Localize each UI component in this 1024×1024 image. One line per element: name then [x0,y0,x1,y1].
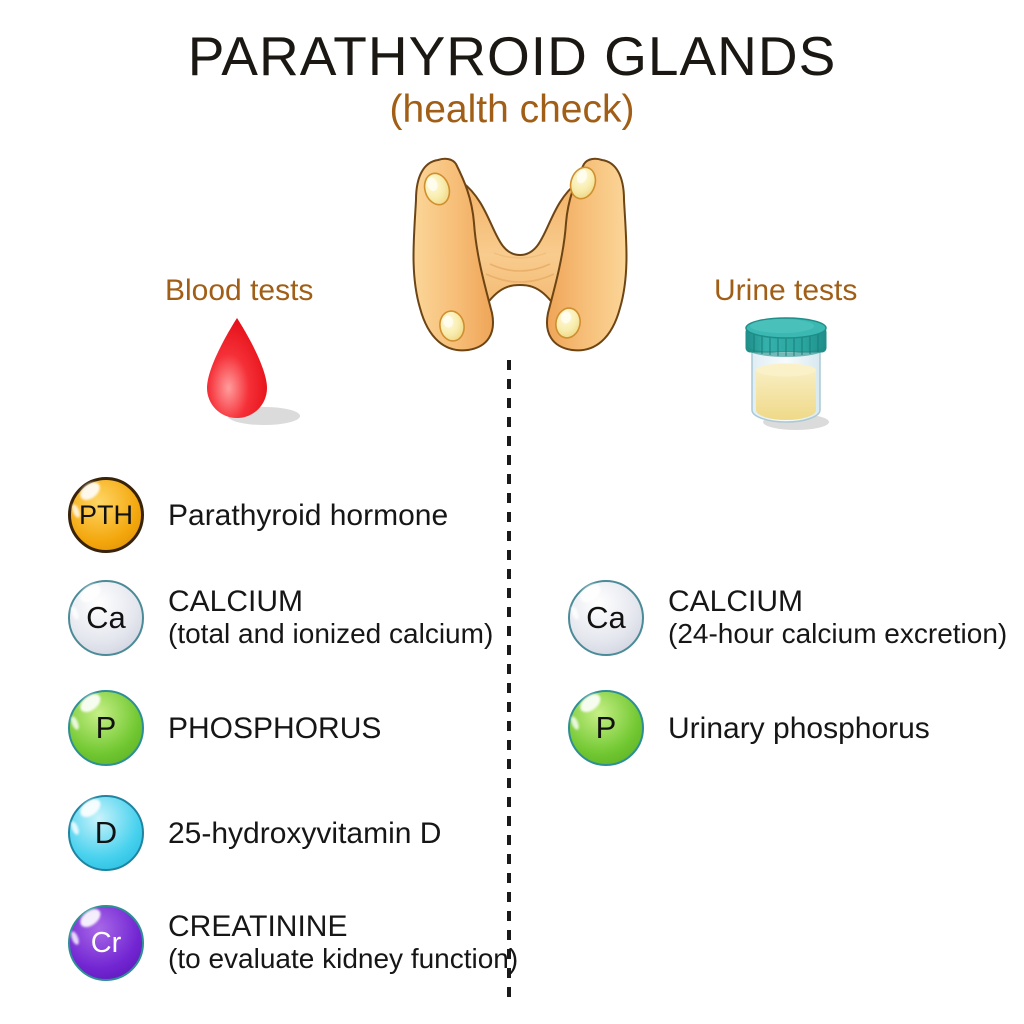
chip-symbol: Ca [586,600,626,635]
blood-tests-heading: Blood tests [165,274,314,307]
parathyroid-glands [423,166,597,342]
chip-symbol: P [595,710,617,745]
test-label: Urinary phosphorus [668,711,930,745]
test-sublabel: (24-hour calcium excretion) [668,618,1008,650]
urine-tests-heading: Urine tests [714,274,858,307]
thyroid-gland-illustration [412,157,628,352]
vitamin-d-chip-icon: D [68,795,144,871]
test-label: 25-hydroxyvitamin D [168,816,442,850]
test-label: CALCIUM [668,585,804,619]
page-title: PARATHYROID GLANDS [187,25,837,87]
blood-drop-icon [207,318,300,425]
chip-symbol: PTH [79,499,133,530]
phosphorus-chip-icon: P [68,690,144,766]
chip-symbol: Ca [86,600,126,635]
blood-test-row-vitamin-d: D 25-hydroxyvitamin D [68,795,441,871]
test-sublabel: (total and ionized calcium) [168,618,494,650]
test-label: PHOSPHORUS [168,711,382,745]
test-label: CALCIUM [168,585,304,619]
urine-sample-container-icon [745,317,829,430]
urine-test-row-phosphorus: P Urinary phosphorus [568,690,930,766]
calcium-chip-icon: Ca [68,580,144,656]
phosphorus-chip-icon: P [568,690,644,766]
blood-test-row-creatinine: Cr CREATININE (to evaluate kidney functi… [68,905,518,981]
chip-symbol: P [95,710,117,745]
blood-test-row-calcium: Ca CALCIUM (total and ionized calcium) [68,580,493,656]
page-subtitle: (health check) [389,88,635,131]
blood-test-row-pth: PTH Parathyroid hormone [68,477,448,553]
chip-symbol: Cr [90,926,122,959]
urine-test-row-calcium: Ca CALCIUM (24-hour calcium excretion) [568,580,1007,656]
calcium-chip-icon: Ca [568,580,644,656]
dotted-divider-line [507,360,511,1000]
test-label: CREATININE [168,910,348,944]
test-sublabel: (to evaluate kidney function) [168,943,519,975]
blood-test-row-phosphorus: P PHOSPHORUS [68,690,381,766]
test-label: Parathyroid hormone [168,498,449,532]
creatinine-chip-icon: Cr [68,905,144,981]
thyroid-left-lobe [412,157,494,352]
pth-chip-icon: PTH [68,477,144,553]
chip-symbol: D [94,815,118,850]
